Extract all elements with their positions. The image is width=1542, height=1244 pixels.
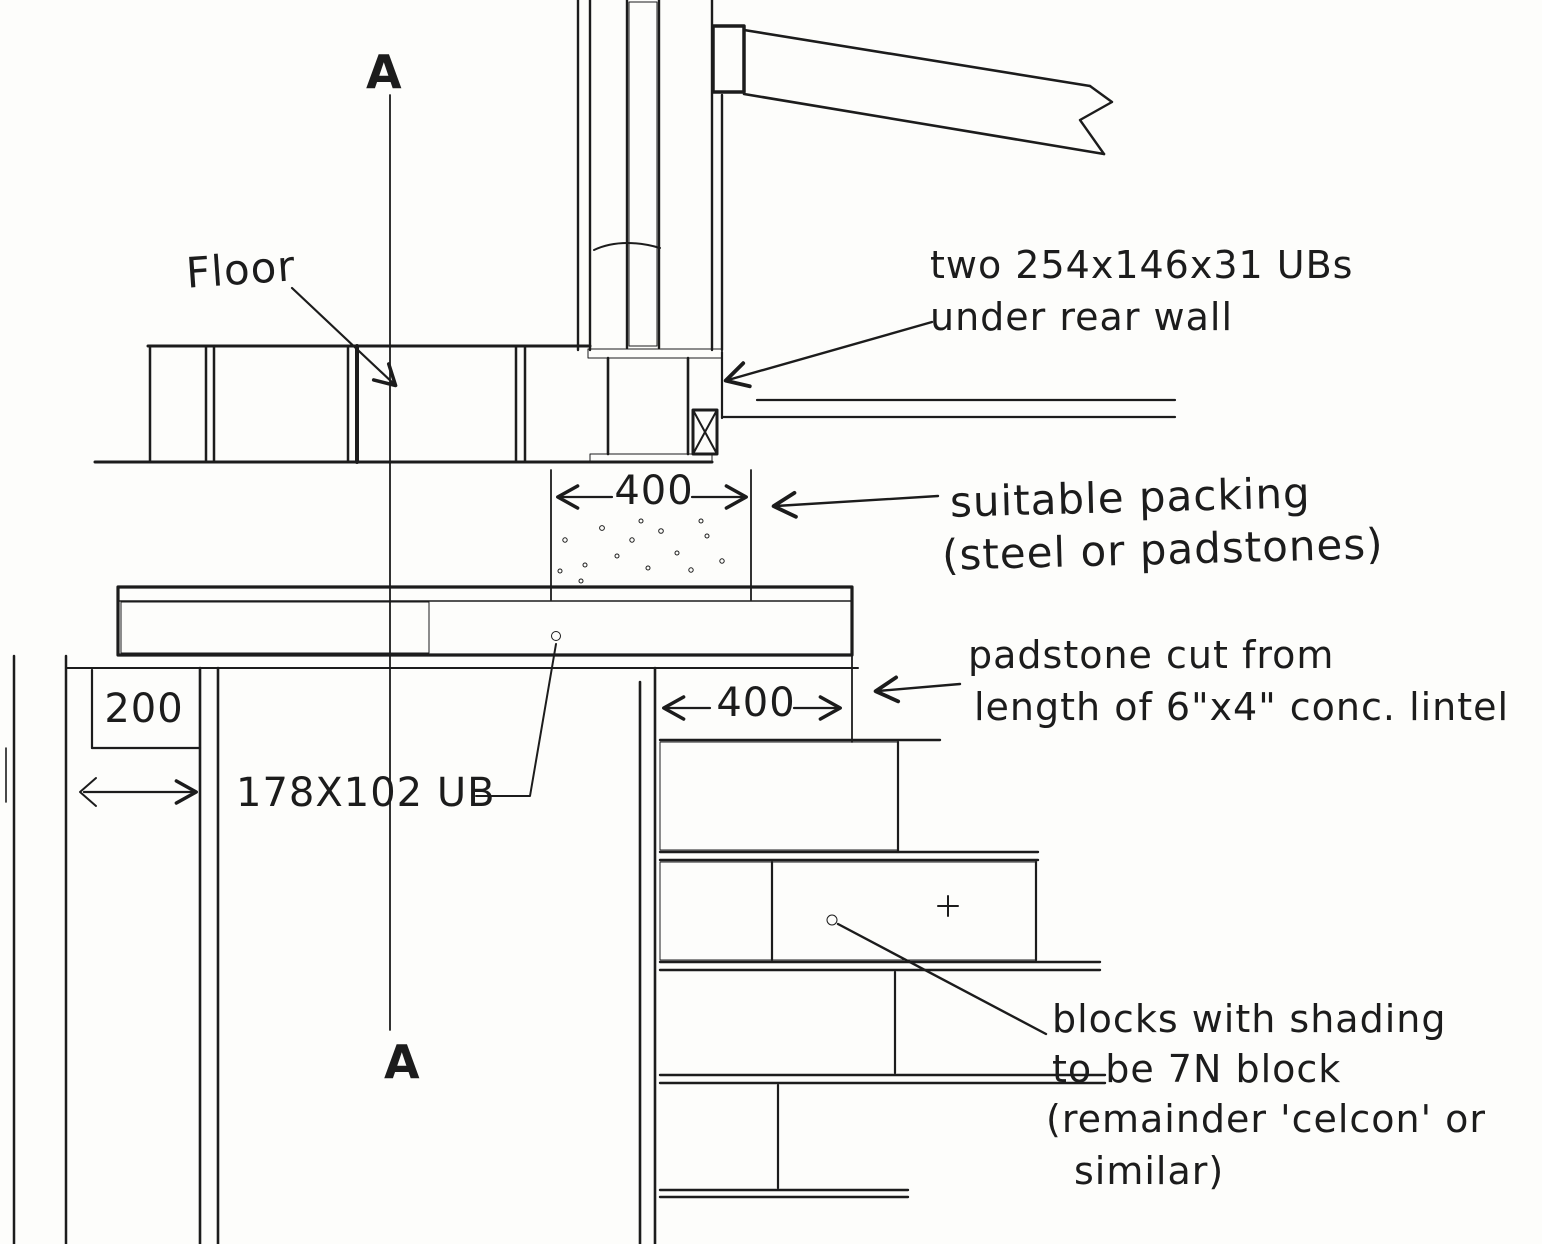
- padstone-note-line1: padstone cut from: [968, 633, 1335, 677]
- blocks-note-line4: similar): [1074, 1149, 1225, 1193]
- leader-ubs: [723, 320, 934, 389]
- blocks-note-line3: (remainder 'celcon' or: [1046, 1097, 1487, 1141]
- padstone-slab: [65, 585, 859, 743]
- floor-label: Floor: [184, 241, 298, 298]
- blocks-note-line1: blocks with shading: [1052, 997, 1447, 1041]
- ubs-note-line2: under rear wall: [930, 295, 1234, 339]
- padstone-note-line2: length of 6"x4" conc. lintel: [974, 685, 1510, 729]
- packing-note-line2: (steel or padstones): [941, 519, 1385, 580]
- rafter: [742, 28, 1114, 156]
- leader-blocks: [836, 922, 1048, 1036]
- blocks-note-line2: to be 7N block: [1052, 1047, 1342, 1091]
- ubs-note-line1: two 254x146x31 UBs: [930, 243, 1354, 287]
- packing-stipple: [557, 518, 725, 584]
- steel-beams-under-wall: [587, 348, 1177, 463]
- dimension-packing-400-label: 400: [614, 468, 694, 514]
- leader-packing: [771, 490, 940, 519]
- left-wall: [5, 654, 68, 1244]
- dimension-padstone-400-label: 400: [716, 680, 796, 726]
- upper-wall: [576, 0, 746, 420]
- dimension-200-box: [79, 668, 202, 807]
- pier: [198, 666, 657, 1244]
- blockwork: [658, 738, 1107, 1199]
- section-marker-bottom: A: [384, 1035, 421, 1089]
- dimension-padstone-400: [662, 675, 962, 721]
- dimension-200-label: 200: [104, 686, 184, 732]
- floor-structure: [93, 344, 714, 464]
- leader-floor: [290, 286, 398, 388]
- ub-label: 178X102 UB: [236, 770, 496, 816]
- dimension-packing-400: [550, 469, 752, 601]
- leader-ub: [475, 643, 557, 797]
- packing-note-line1: suitable packing: [949, 468, 1312, 527]
- section-marker-top: A: [366, 45, 403, 99]
